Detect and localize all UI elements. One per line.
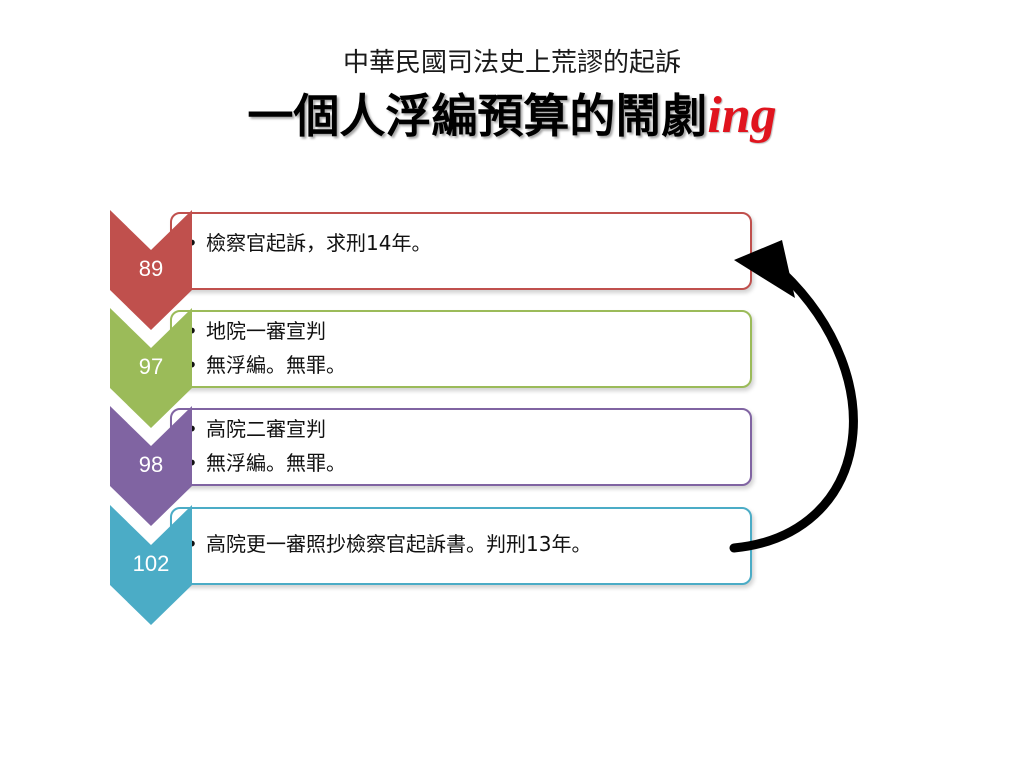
timeline-box-89: 檢察官起訴，求刑14年。: [170, 212, 752, 290]
year-label-102: 102: [132, 551, 170, 576]
bullet-item: 高院二審宣判: [186, 412, 750, 446]
bullet-list: 高院更一審照抄檢察官起訴書。判刑13年。: [172, 509, 750, 561]
title-accent: ing: [707, 87, 777, 144]
bullet-list: 高院二審宣判 無浮編。無罪。: [172, 410, 750, 480]
subtitle: 中華民國司法史上荒謬的起訴: [342, 48, 681, 78]
chevron-98: [110, 406, 192, 526]
timeline-box-102: 高院更一審照抄檢察官起訴書。判刑13年。: [170, 507, 752, 585]
year-label-98: 98: [138, 452, 164, 477]
slide-title: 一個人浮編預算的鬧劇ing: [0, 80, 1024, 146]
chevron-89: [110, 210, 192, 330]
bullet-item: 檢察官起訴，求刑14年。: [186, 226, 750, 260]
bullet-item: 高院更一審照抄檢察官起訴書。判刑13年。: [186, 527, 750, 561]
timeline-box-97: 地院一審宣判 無浮編。無罪。: [170, 310, 752, 388]
bullet-list: 檢察官起訴，求刑14年。: [172, 214, 750, 260]
chevron-102: [110, 505, 192, 625]
title-main: 一個人浮編預算的鬧劇: [247, 89, 708, 143]
bullet-item: 無浮編。無罪。: [186, 446, 750, 480]
bullet-item: 無浮編。無罪。: [186, 348, 750, 382]
chevron-97: [110, 308, 192, 428]
timeline-box-98: 高院二審宣判 無浮編。無罪。: [170, 408, 752, 486]
bullet-list: 地院一審宣判 無浮編。無罪。: [172, 312, 750, 382]
year-label-89: 89: [138, 256, 164, 281]
curved-return-arrow-icon: [720, 230, 890, 574]
bullet-item: 地院一審宣判: [186, 314, 750, 348]
year-label-97: 97: [138, 354, 164, 379]
